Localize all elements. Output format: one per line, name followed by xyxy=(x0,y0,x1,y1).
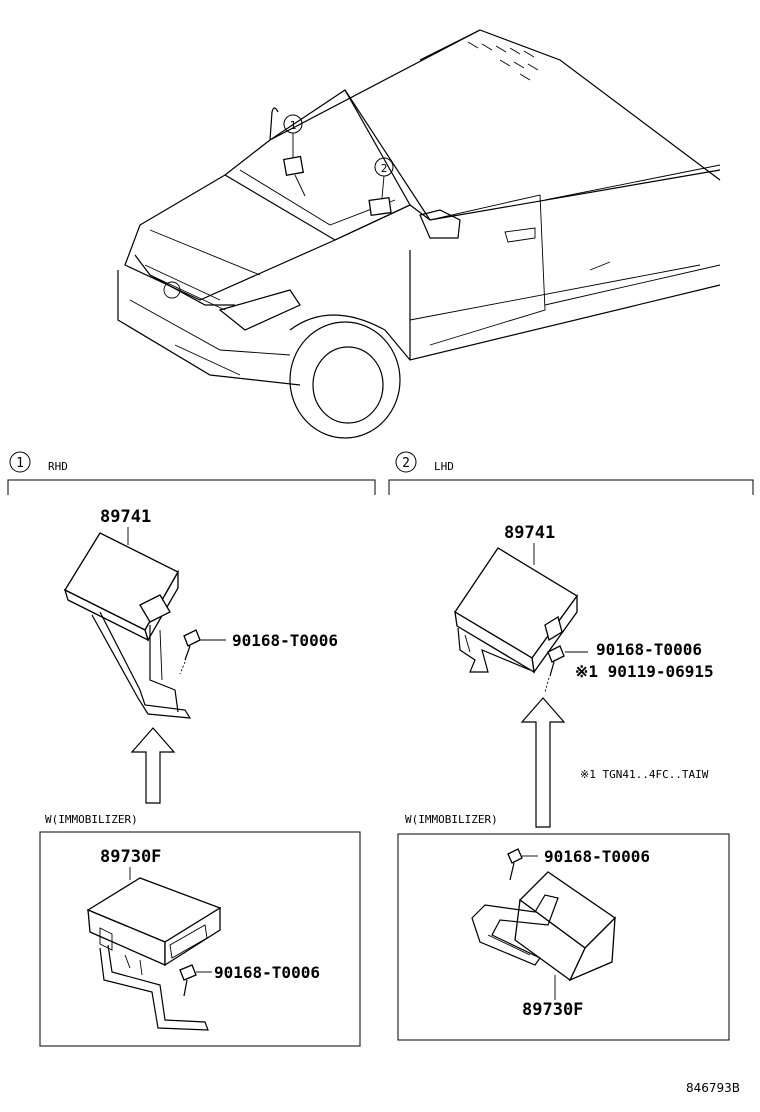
lhd-immobilizer-option: W(IMMOBILIZER) 90168-T0006 89730F xyxy=(397,813,730,1041)
rhd-immobilizer-frame xyxy=(39,831,361,1047)
svg-text:90168-T0006: 90168-T0006 xyxy=(214,963,320,982)
svg-text:1: 1 xyxy=(16,456,24,471)
svg-text:89730F: 89730F xyxy=(100,847,161,867)
lhd-install-arrow-icon xyxy=(520,697,566,828)
svg-text:89741: 89741 xyxy=(504,523,555,543)
rhd-install-arrow-icon xyxy=(130,727,176,804)
svg-text:※1 90119-06915: ※1 90119-06915 xyxy=(575,662,714,681)
svg-text:RHD: RHD xyxy=(48,460,68,473)
figure-id: 846793B xyxy=(686,1081,740,1095)
lhd-bolt-icon xyxy=(544,645,565,693)
lhd-part-89741: 89741 90168-T0006 ※1 90119-06915 xyxy=(454,523,714,693)
svg-text:2: 2 xyxy=(402,456,410,471)
rhd-bolt-icon xyxy=(179,629,201,675)
rhd-part-89741: 89741 90168-T0006 xyxy=(63,507,338,719)
lhd-immobilizer-frame xyxy=(397,833,730,1041)
svg-text:W(IMMOBILIZER): W(IMMOBILIZER) xyxy=(405,813,498,826)
lhd-option-bolt-icon xyxy=(507,848,523,881)
rhd-immobilizer-option: W(IMMOBILIZER) 89730F 90168-T0006 xyxy=(39,813,361,1047)
svg-text:2: 2 xyxy=(381,162,388,175)
lhd-applicability-note: ※1 TGN41..4FC..TAIW xyxy=(580,768,709,781)
callout-1-vehicle: 1 xyxy=(282,114,306,197)
svg-text:90168-T0006: 90168-T0006 xyxy=(596,640,702,659)
rhd-option-bolt-icon xyxy=(179,964,197,997)
svg-text:90168-T0006: 90168-T0006 xyxy=(232,631,338,650)
section-header-rhd: 1 RHD xyxy=(7,451,376,495)
svg-text:W(IMMOBILIZER): W(IMMOBILIZER) xyxy=(45,813,138,826)
svg-text:1: 1 xyxy=(290,119,297,132)
svg-text:LHD: LHD xyxy=(434,460,454,473)
svg-text:89730F: 89730F xyxy=(522,1000,583,1020)
vehicle-illustration xyxy=(117,29,721,439)
callout-2-vehicle: 2 xyxy=(368,157,394,217)
section-header-lhd: 2 LHD xyxy=(388,451,754,495)
svg-text:90168-T0006: 90168-T0006 xyxy=(544,847,650,866)
svg-text:89741: 89741 xyxy=(100,507,151,527)
